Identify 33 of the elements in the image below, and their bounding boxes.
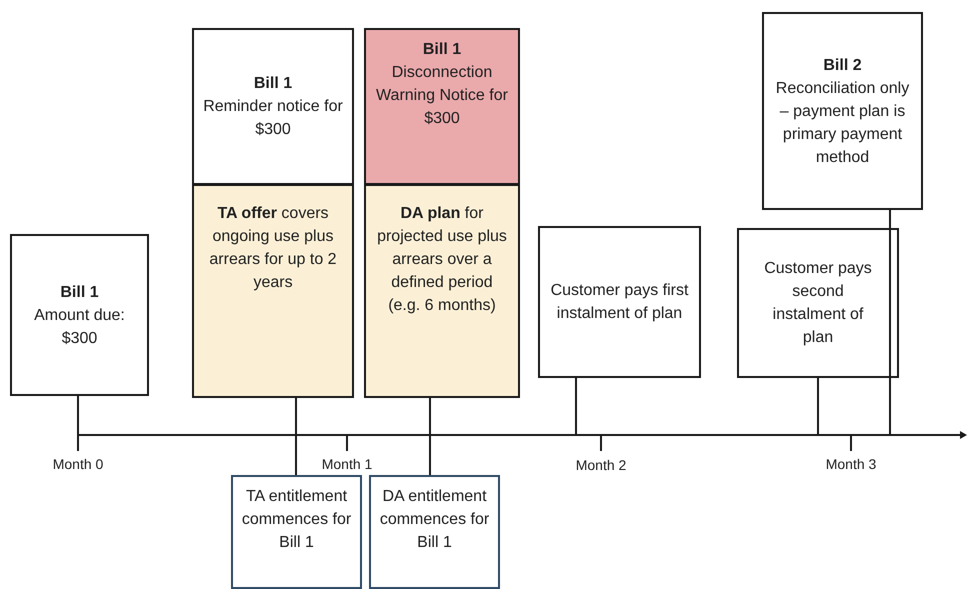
box-heading: Bill 1	[254, 74, 292, 94]
text-box	[737, 228, 899, 378]
connector-line	[889, 210, 891, 435]
text-box	[364, 184, 520, 398]
text-box	[10, 234, 149, 396]
text-box	[538, 226, 701, 378]
box-text: Customer pays second instalment of plan	[763, 259, 873, 348]
connector-line	[295, 398, 297, 475]
text-box	[369, 475, 500, 589]
connector-line	[77, 396, 79, 435]
text-box	[231, 475, 362, 589]
box-text: DA entitlement commences for Bill 1	[379, 487, 490, 553]
month-label: Month 3	[826, 455, 876, 473]
connector-line	[817, 378, 819, 435]
month-label: Month 0	[52, 455, 104, 473]
connector-line	[429, 398, 431, 475]
box-heading: Bill 2	[823, 56, 862, 76]
box-text: Reminder notice for $300	[202, 97, 344, 140]
connector-line	[575, 378, 577, 435]
box-heading: Bill 1	[422, 40, 462, 60]
text-box	[364, 28, 520, 185]
box-text: Disconnection Warning Notice for $300	[375, 63, 509, 129]
box-text: Customer pays first instalment of plan	[550, 281, 690, 324]
box-text: TA entitlement commences for Bill 1	[241, 487, 352, 553]
month-label: Month 1	[322, 455, 372, 473]
box-text: Reconciliation only – payment plan is primary payment method	[774, 78, 910, 168]
text-box	[192, 184, 354, 398]
box-text: Amount due: $300	[33, 306, 126, 348]
box-text: DA plan for projected use plus arrears over a defined period (e.g. 6 months)	[376, 204, 508, 316]
box-text: TA offer covers ongoing use plus arrears for up to 2 years	[208, 204, 338, 293]
box-heading: Bill 1	[60, 282, 99, 302]
month-label: Month 2	[576, 456, 626, 474]
text-box	[762, 12, 923, 210]
